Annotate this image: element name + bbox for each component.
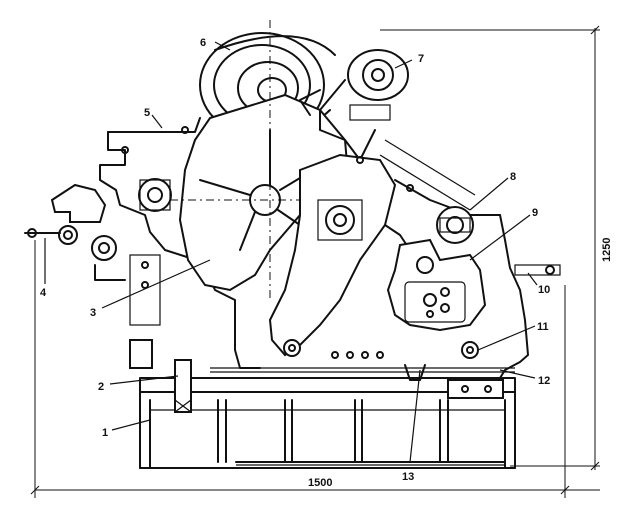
leader-lines — [44, 41, 538, 463]
dimension-height: 1250 — [601, 238, 613, 262]
callout-1: 1 — [102, 427, 108, 439]
callout-8: 8 — [510, 171, 516, 183]
right-rod — [514, 264, 561, 276]
toggle-block — [386, 238, 487, 332]
callout-10: 10 — [538, 284, 550, 296]
dimension-lines — [30, 25, 600, 498]
callout-9: 9 — [532, 207, 538, 219]
callout-4: 4 — [40, 287, 47, 299]
lower-hardware — [121, 126, 504, 413]
frame-side-plate — [99, 117, 529, 379]
callout-5: 5 — [144, 107, 150, 119]
callout-6: 6 — [200, 37, 206, 49]
callout-2: 2 — [98, 381, 104, 393]
left-linkage — [24, 178, 172, 326]
callout-12: 12 — [538, 375, 550, 387]
motor-bracket — [299, 49, 409, 161]
callout-3: 3 — [90, 307, 96, 319]
adjust-pulley — [379, 139, 476, 244]
dimension-width: 1500 — [308, 477, 332, 489]
callout-13: 13 — [402, 471, 414, 483]
callout-11: 11 — [537, 321, 549, 333]
callout-7-top: 7 — [418, 53, 424, 65]
